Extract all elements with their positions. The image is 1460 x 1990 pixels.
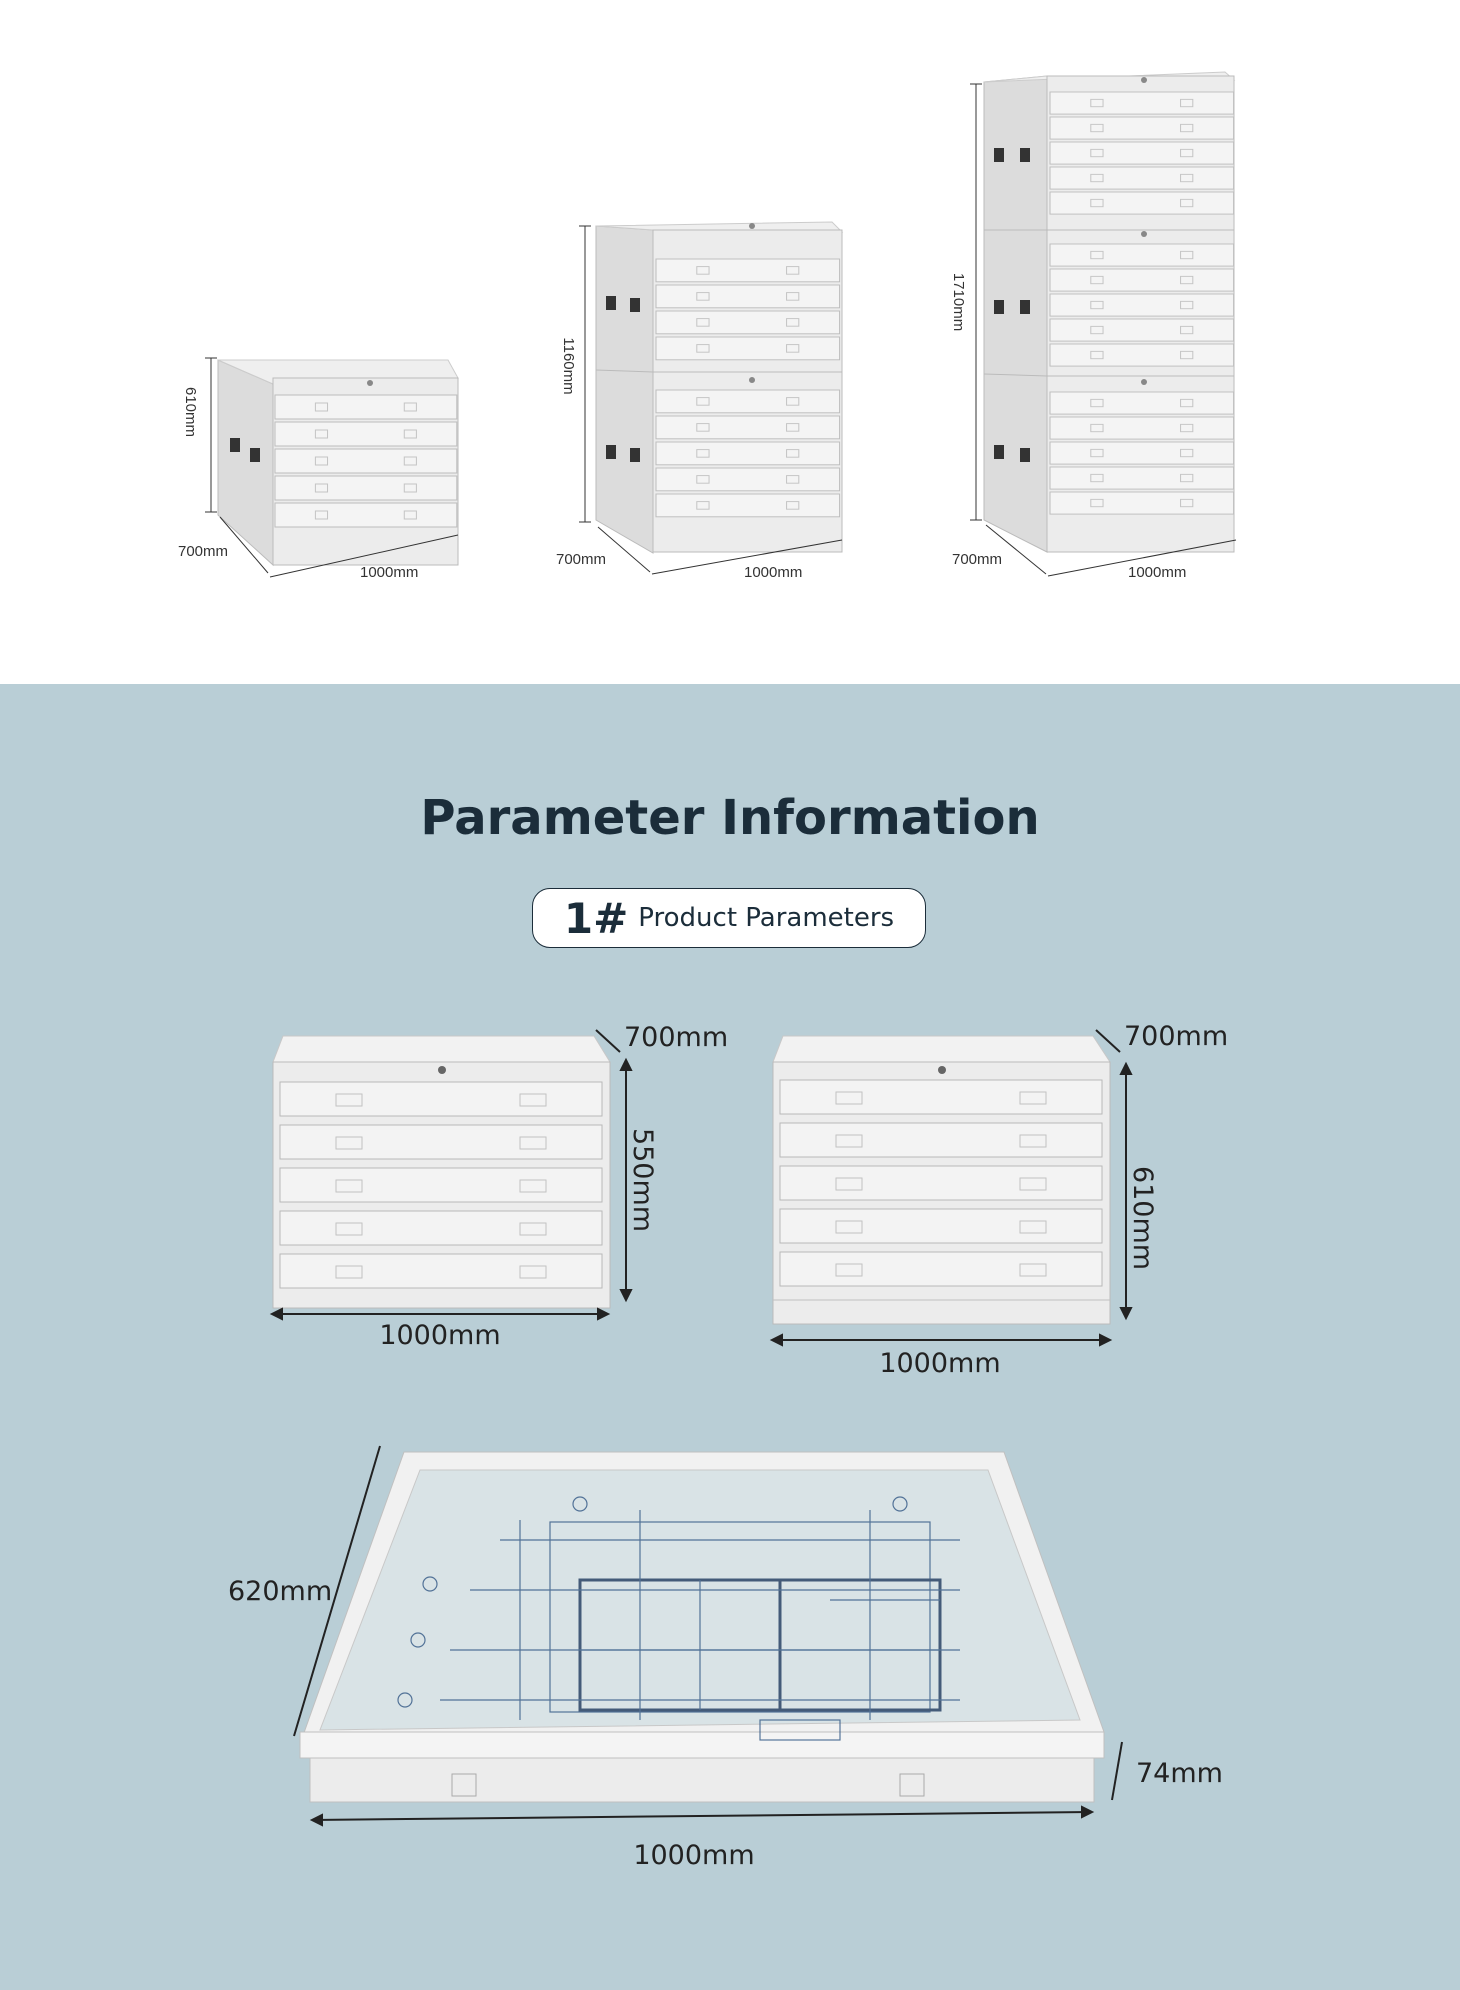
dim-lines-cabinet-2 bbox=[579, 225, 843, 575]
dim-lines-cabinet-1 bbox=[205, 357, 459, 578]
cabinet-3-depth: 700mm bbox=[952, 551, 1002, 568]
badge-number: 1# bbox=[563, 893, 629, 943]
product-badge: 1# Product Parameters bbox=[532, 888, 926, 948]
cabinet-lineup: 610mm 700mm 1000mm 1160mm 700mm 1000mm bbox=[178, 71, 1237, 581]
cabinet-3-height: 1710mm bbox=[950, 273, 967, 331]
dim-lines-cabinet-3 bbox=[970, 83, 1237, 577]
cabinet-2-height: 1160mm bbox=[560, 337, 577, 394]
cabinet-3-width: 1000mm bbox=[1128, 564, 1186, 581]
section-title: Parameter Information bbox=[420, 790, 1040, 846]
cabinet-tall bbox=[983, 71, 1236, 553]
parameter-section bbox=[0, 684, 1460, 1990]
cabinet-1-depth: 700mm bbox=[178, 543, 228, 560]
cabinet-1-width: 1000mm bbox=[360, 564, 418, 581]
cabinet-small bbox=[217, 359, 459, 567]
cabinet-1-height: 610mm bbox=[182, 387, 199, 437]
cabinet-medium bbox=[595, 221, 844, 554]
badge-label: Product Parameters bbox=[638, 903, 895, 933]
cabinet-2-depth: 700mm bbox=[556, 551, 606, 568]
cabinet-2-width: 1000mm bbox=[744, 564, 802, 581]
